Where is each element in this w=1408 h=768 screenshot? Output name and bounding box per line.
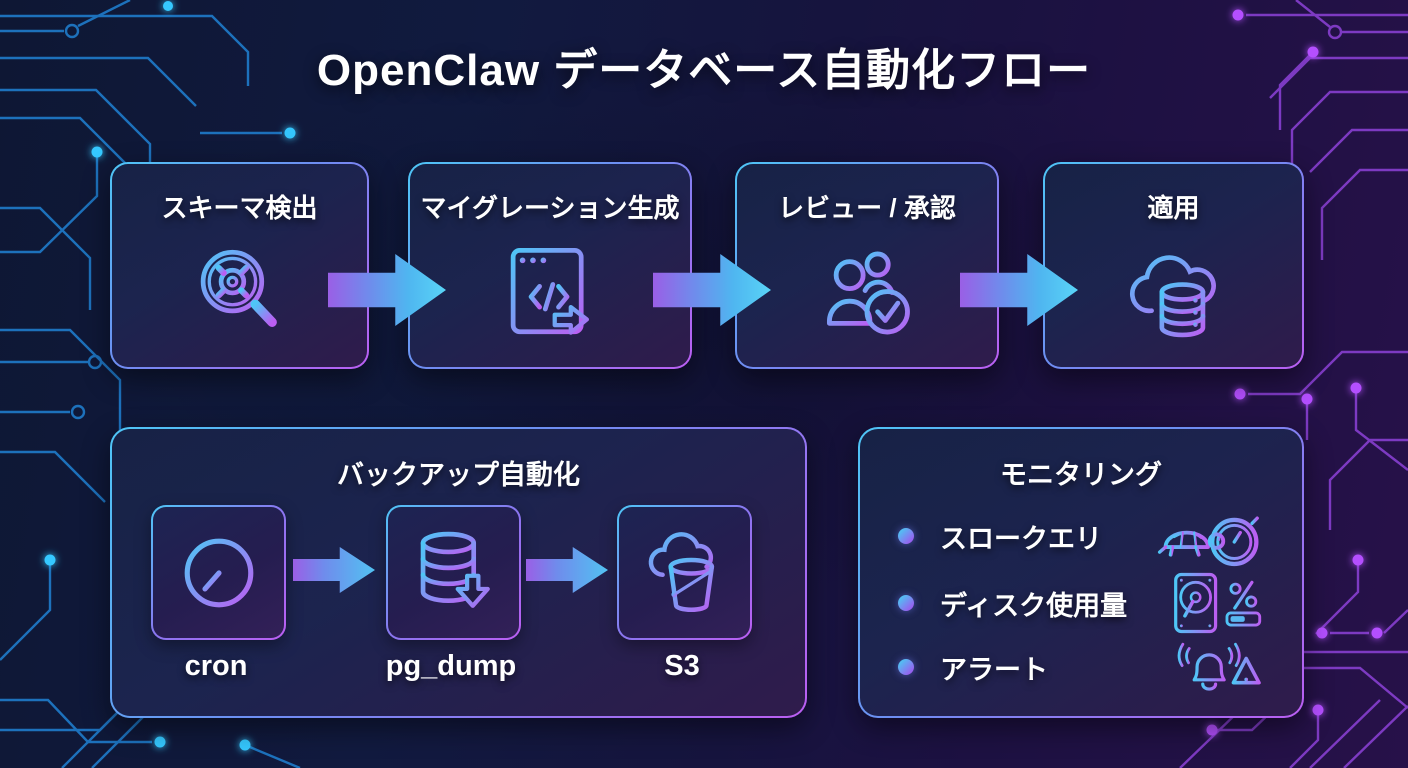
disk-percent-icon	[1174, 572, 1262, 634]
monitoring-item-alerts: アラート	[898, 637, 1270, 697]
monitoring-item-label: ディスク使用量	[940, 590, 1128, 621]
monitoring-panel-title: モニタリング	[1000, 460, 1162, 490]
clock-icon	[184, 538, 253, 607]
flow-step-iconbox	[188, 225, 292, 367]
database-download-icon	[420, 531, 490, 608]
backup-step-pgdump	[386, 505, 521, 640]
flow-step-iconbox	[1118, 225, 1230, 367]
monitoring-item-slow-queries: スロークエリ	[898, 506, 1270, 567]
flow-step-card-schema-detect: スキーマ検出	[110, 162, 369, 369]
backup-step-label-cron: cron	[184, 650, 248, 682]
page-title: OpenClaw データベース自動化フロー	[316, 46, 1092, 95]
monitoring-item-disk-usage: ディスク使用量	[898, 572, 1270, 634]
flow-step-iconbox	[498, 225, 602, 367]
bullet-icon	[898, 528, 914, 544]
flow-step-card-review: レビュー / 承認	[735, 162, 999, 369]
backup-step-label-pgdump: pg_dump	[385, 650, 517, 682]
flow-step-label: マイグレーション生成	[420, 193, 680, 223]
flow-step-label: レビュー / 承認	[778, 193, 956, 223]
backup-step-s3	[617, 505, 752, 640]
turtle-stopwatch-icon	[1157, 508, 1259, 567]
monitoring-item-label: アラート	[940, 654, 1048, 685]
monitoring-item-label: スロークエリ	[940, 523, 1102, 554]
flow-step-label: スキーマ検出	[161, 193, 318, 223]
flow-step-card-apply: 適用	[1043, 162, 1304, 369]
magnifier-gear-icon	[200, 249, 277, 327]
flow-step-iconbox	[813, 225, 921, 367]
users-check-icon	[826, 251, 910, 334]
bullet-icon	[898, 659, 914, 675]
flow-step-label: 適用	[1147, 193, 1200, 223]
backup-step-cron	[151, 505, 286, 640]
backup-step-label-s3: S3	[664, 650, 700, 682]
code-window-arrow-icon	[510, 248, 589, 335]
bucket-cloud-icon	[648, 531, 714, 612]
monitoring-panel: モニタリング	[858, 427, 1304, 718]
bell-warning-icon	[1177, 642, 1261, 691]
cloud-database-icon	[1129, 254, 1216, 337]
flow-step-card-migration: マイグレーション生成	[408, 162, 692, 369]
bullet-icon	[898, 595, 914, 611]
backup-panel-title: バックアップ自動化	[337, 460, 580, 490]
